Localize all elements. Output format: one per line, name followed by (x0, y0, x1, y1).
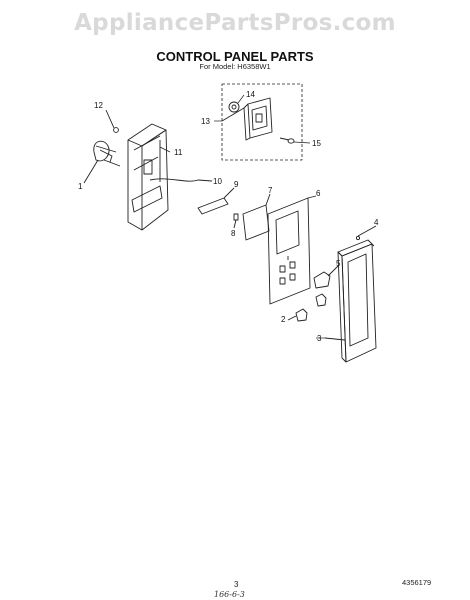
part-14-knob (228, 101, 240, 113)
callout-6: 6 (316, 189, 321, 198)
part-3-outer-frame (324, 239, 377, 363)
part-8-clip (233, 213, 239, 229)
part-7-plate (242, 193, 271, 241)
callout-3: 3 (317, 334, 322, 343)
part-12-screw (105, 109, 119, 133)
callout-10: 10 (213, 177, 222, 186)
callout-1: 1 (78, 182, 83, 191)
leader-11 (159, 146, 171, 153)
subassembly-dashed-box (221, 83, 303, 161)
callout-13: 13 (201, 117, 210, 126)
part-6-panel-overlay (267, 195, 317, 305)
leader-14 (237, 94, 245, 104)
callout-11: 11 (174, 148, 183, 157)
leader-15 (293, 141, 311, 144)
part-10-wire (149, 178, 213, 182)
callout-9: 9 (234, 180, 239, 189)
callout-4: 4 (374, 218, 379, 227)
handwritten-note: 166-6-3 (214, 590, 245, 599)
part-4-frame-screw (355, 225, 377, 241)
part-1-component (83, 140, 121, 184)
part-5-knob (313, 265, 339, 289)
part-9-bar (197, 187, 235, 215)
page-number: 3 (234, 580, 239, 589)
callout-2: 2 (281, 315, 286, 324)
callout-14: 14 (246, 90, 255, 99)
callout-5: 5 (336, 259, 341, 268)
document-number: 4356179 (402, 578, 432, 587)
callout-15: 15 (312, 139, 321, 148)
callout-12: 12 (94, 101, 103, 110)
watermark-text: AppliancePartsPros.com (74, 10, 396, 36)
diagram-title: CONTROL PANEL PARTS (156, 49, 314, 64)
callout-8: 8 (231, 229, 236, 238)
part-13-switch-assembly (221, 97, 273, 141)
callout-7: 7 (268, 186, 273, 195)
part-11-control-housing (127, 123, 169, 231)
part-2-knobs (287, 293, 327, 322)
model-subtitle: For Model: H6358W1 (199, 62, 271, 71)
part-15-screw (279, 137, 295, 144)
